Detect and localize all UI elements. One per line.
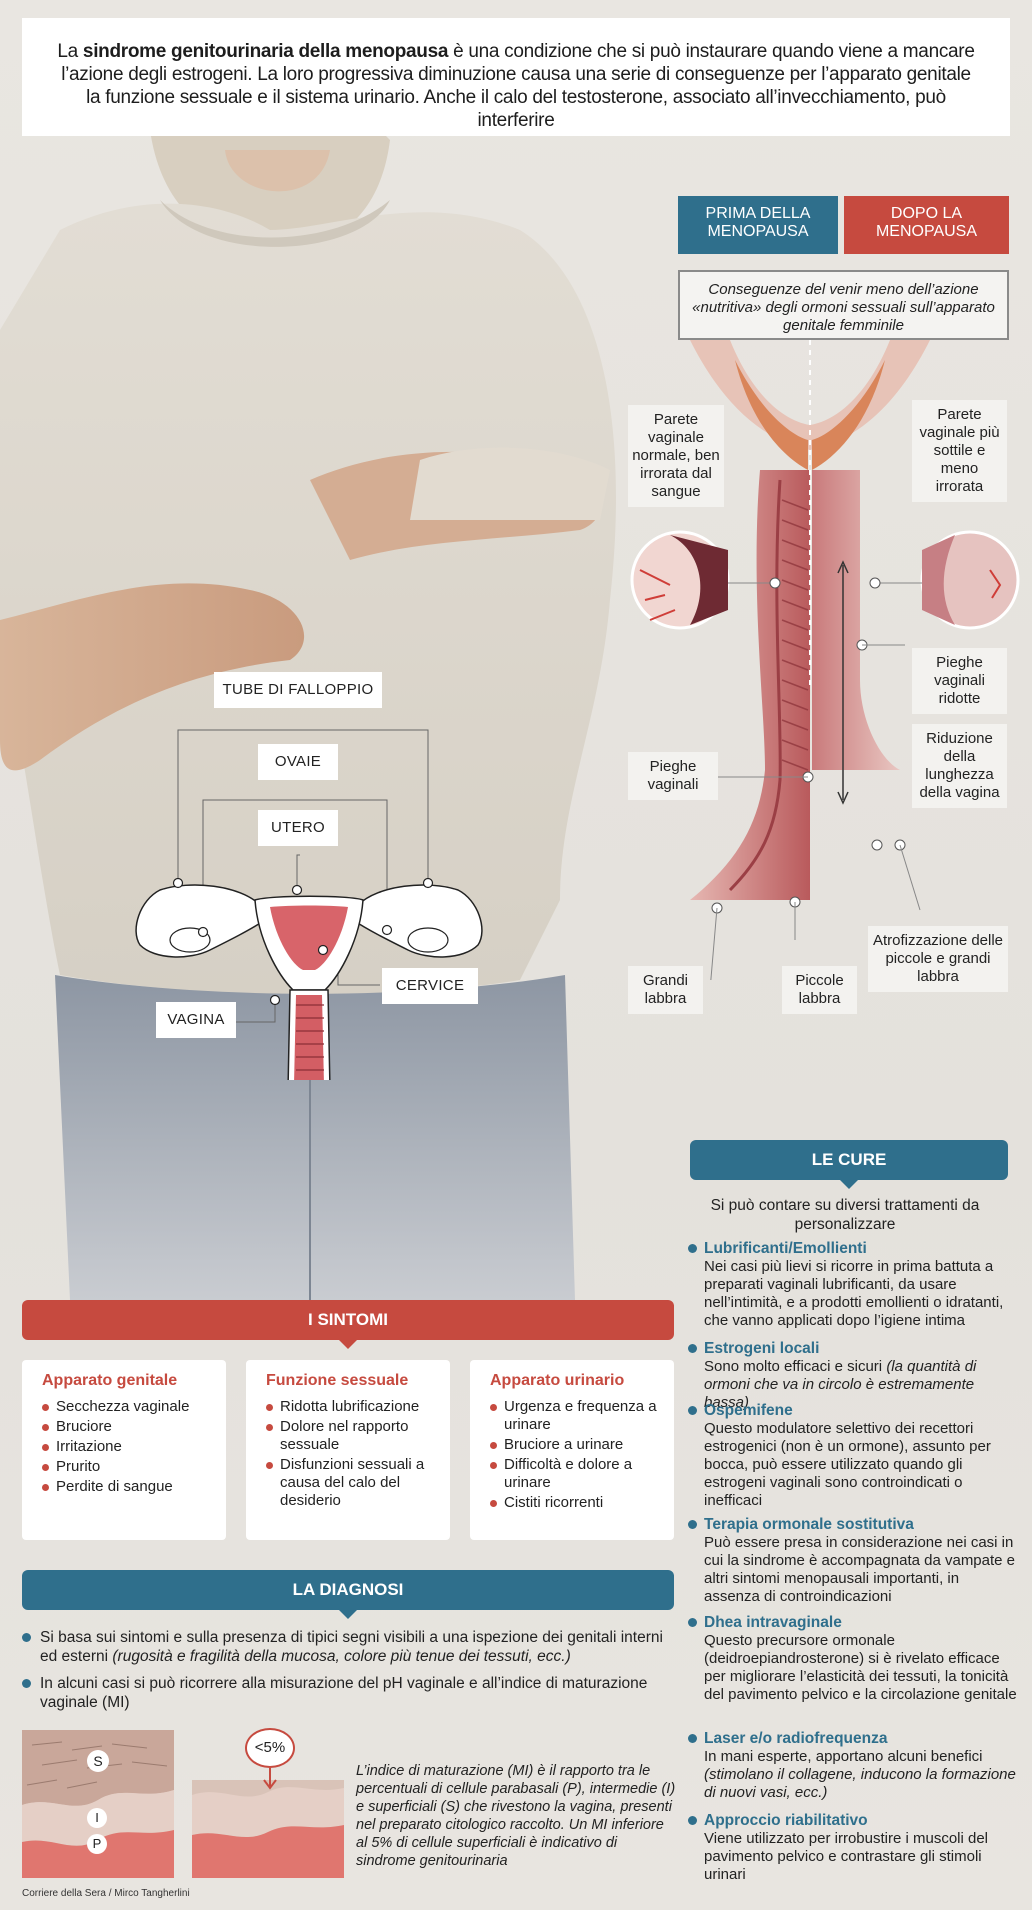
label-wall-thin: Parete vaginale più sottile e meno irror…	[912, 400, 1007, 502]
label-fallopian-tubes: TUBE DI FALLOPPIO	[214, 672, 382, 708]
symptom-card-title: Apparato urinario	[490, 1372, 625, 1389]
cure-text: In mani esperte, apportano alcuni benefi…	[704, 1748, 1016, 1801]
cure-title: Approccio riabilitativo	[688, 1812, 1018, 1830]
header-before-menopause: PRIMA DELLA MENOPAUSA	[678, 196, 838, 254]
layer-marker-s: S	[87, 1750, 109, 1772]
symptom-item: Difficoltà e dolore a urinare	[490, 1456, 660, 1492]
cure-item: Dhea intravaginale Questo precursore orm…	[688, 1614, 1018, 1704]
label-cervix: CERVICE	[382, 968, 478, 1004]
label-uterus: UTERO	[258, 810, 338, 846]
cure-item: Ospemifene Questo modulatore selettivo d…	[688, 1402, 1018, 1510]
symptom-card-title: Funzione sessuale	[266, 1372, 409, 1389]
woman-illustration	[0, 130, 616, 1300]
symptom-item: Bruciore a urinare	[490, 1436, 660, 1454]
cure-item: Terapia ormonale sostitutiva Può essere …	[688, 1516, 1018, 1606]
label-wall-normal: Parete vaginale normale, ben irrorata da…	[628, 405, 724, 507]
cure-title: Terapia ormonale sostitutiva	[688, 1516, 1018, 1534]
symptom-item: Bruciore	[42, 1418, 212, 1436]
symptom-item: Irritazione	[42, 1438, 212, 1456]
symptom-item: Ridotta lubrificazione	[266, 1398, 436, 1416]
label-labia-minor: Piccole labbra	[782, 966, 857, 1014]
intro-bold-term: sindrome genitourinaria della menopausa	[82, 41, 449, 62]
vagina-cross-section-illustration	[630, 340, 1020, 980]
symptom-card-urinary: Apparato urinario Urgenza e frequenza a …	[470, 1360, 674, 1540]
tissue-atrophic-illustration	[192, 1780, 344, 1878]
diagnosis-point-2: In alcuni casi si può ricorrere alla mis…	[22, 1674, 672, 1712]
symptom-item: Disfunzioni sessuali a causa del calo de…	[266, 1456, 436, 1510]
cure-text: Questo modulatore selettivo dei recettor…	[704, 1420, 991, 1509]
diagnosis-list: Si basa sui sintomi e sulla presenza di …	[22, 1628, 672, 1720]
cure-title: Estrogeni locali	[688, 1340, 1018, 1358]
down-arrow-icon	[263, 1768, 277, 1790]
intro-text-rest: è una condizione che si può instaurare q…	[61, 41, 975, 131]
label-vagina: VAGINA	[156, 1002, 236, 1038]
cure-item: Laser e/o radiofrequenza In mani esperte…	[688, 1730, 1018, 1802]
label-folds-reduced: Pieghe vaginali ridotte	[912, 648, 1007, 714]
label-labia-major: Grandi labbra	[628, 966, 703, 1014]
label-labia-atrophy: Atrofizzazione delle piccole e grandi la…	[868, 926, 1008, 992]
symptom-card-title: Apparato genitale	[42, 1372, 178, 1389]
cure-text: Nei casi più lievi si ricorre in prima b…	[704, 1258, 1004, 1329]
symptom-item: Cistiti ricorrenti	[490, 1494, 660, 1512]
symptom-item: Perdite di sangue	[42, 1478, 212, 1496]
symptom-item: Prurito	[42, 1458, 212, 1476]
header-after-menopause: DOPO LA MENOPAUSA	[844, 196, 1009, 254]
diagnosis-title-bar: LA DIAGNOSI	[22, 1570, 674, 1619]
cure-title: Ospemifene	[688, 1402, 1018, 1420]
consequences-caption: Conseguenze del venir meno dell’azione «…	[678, 270, 1009, 340]
cures-intro: Si può contare su diversi trattamenti da…	[710, 1197, 980, 1233]
cure-item: Estrogeni locali Sono molto efficaci e s…	[688, 1340, 1018, 1412]
symptom-item: Urgenza e frequenza a urinare	[490, 1398, 660, 1434]
symptom-card-genital: Apparato genitale Secchezza vaginale Bru…	[22, 1360, 226, 1540]
less-than-5-percent-badge: <5%	[245, 1728, 295, 1768]
layer-marker-p: P	[87, 1834, 107, 1854]
cure-title: Lubrificanti/Emollienti	[688, 1240, 1018, 1258]
label-length-reduced: Riduzione della lunghezza della vagina	[912, 724, 1007, 808]
credit-line: Corriere della Sera / Mirco Tangherlini	[22, 1888, 190, 1899]
cure-text: Viene utilizzato per irrobustire i musco…	[704, 1830, 989, 1883]
symptom-item: Secchezza vaginale	[42, 1398, 212, 1416]
symptoms-title-bar: I SINTOMI	[22, 1300, 674, 1349]
maturation-index-caption: L’indice di maturazione (MI) è il rappor…	[356, 1763, 676, 1869]
symptom-item: Dolore nel rapporto sessuale	[266, 1418, 436, 1454]
cure-title: Laser e/o radiofrequenza	[688, 1730, 1018, 1748]
cure-item: Lubrificanti/Emollienti Nei casi più lie…	[688, 1240, 1018, 1330]
cure-text: Sono molto efficaci e sicuri (la quantit…	[704, 1358, 977, 1411]
label-ovaries: OVAIE	[258, 744, 338, 780]
cure-text: Questo precursore ormonale (deidroepiand…	[704, 1632, 1017, 1703]
intro-text-box: La sindrome genitourinaria della menopau…	[22, 18, 1010, 136]
intro-text-start: La	[57, 41, 83, 62]
cure-item: Approccio riabilitativo Viene utilizzato…	[688, 1812, 1018, 1884]
label-folds: Pieghe vaginali	[628, 752, 718, 800]
tissue-normal-illustration	[22, 1730, 174, 1878]
cures-title-bar: LE CURE	[690, 1140, 1008, 1189]
diagnosis-point-1: Si basa sui sintomi e sulla presenza di …	[22, 1628, 672, 1666]
reproductive-system-diagram	[135, 729, 483, 1080]
cure-text: Può essere presa in considerazione nei c…	[704, 1534, 1016, 1605]
layer-marker-i: I	[87, 1808, 107, 1828]
cure-title: Dhea intravaginale	[688, 1614, 1018, 1632]
symptom-card-sexual: Funzione sessuale Ridotta lubrificazione…	[246, 1360, 450, 1540]
